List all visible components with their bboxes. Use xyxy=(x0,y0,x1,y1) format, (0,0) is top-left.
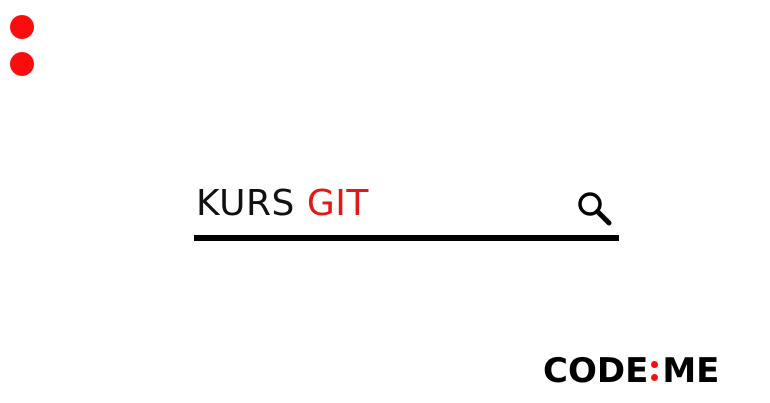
search-underline xyxy=(194,235,619,241)
search-icon[interactable] xyxy=(576,190,612,226)
search-query-word-git: GIT xyxy=(306,183,369,224)
search-query-word-kurs: KURS xyxy=(196,183,295,224)
logo-text-left: CODE xyxy=(543,351,649,391)
decor-dot-bottom-icon xyxy=(10,52,34,76)
logo-colon-icon xyxy=(651,361,659,381)
codeme-logo: CODE ME xyxy=(543,350,719,392)
decor-dot-top-icon xyxy=(10,15,34,39)
logo-text-right: ME xyxy=(662,351,720,391)
search-bar[interactable]: KURS GIT xyxy=(194,176,619,244)
search-input[interactable]: KURS GIT xyxy=(196,182,369,226)
